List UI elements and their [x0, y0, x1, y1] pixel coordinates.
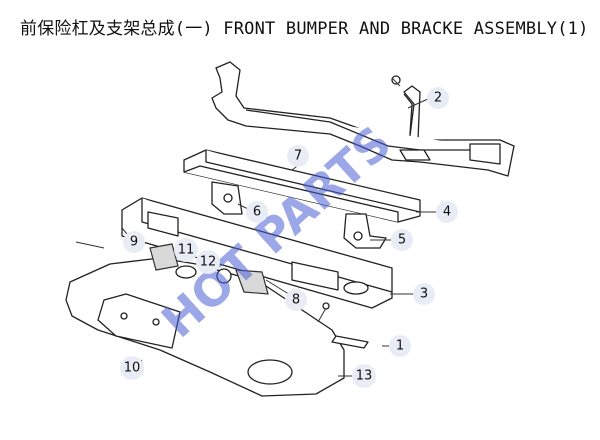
callout-7: 7: [287, 145, 309, 167]
cap-part: [216, 268, 232, 284]
left-bracket-part: [211, 181, 243, 215]
callout-label-5: 5: [398, 233, 406, 248]
callout-label-6: 6: [253, 205, 261, 220]
callout-label-12: 12: [200, 255, 217, 270]
diagram-title: 前保险杠及支架总成(一) FRONT BUMPER AND BRACKE ASS…: [20, 19, 589, 39]
callout-11: 11: [174, 238, 198, 262]
reinforcement-beam-part: [183, 149, 421, 223]
upper-bracket-part: [211, 61, 515, 177]
trim-strip-part: [331, 335, 369, 349]
callout-label-10: 10: [124, 361, 141, 376]
callout-label-3: 3: [420, 287, 428, 302]
callout-label-11: 11: [178, 243, 195, 258]
callout-label-8: 8: [292, 293, 300, 308]
callout-8: 8: [285, 289, 307, 311]
callout-10: 10: [120, 356, 144, 380]
callout-label-4: 4: [443, 205, 451, 220]
callout-label-2: 2: [434, 91, 442, 106]
callout-label-9: 9: [130, 235, 138, 250]
callout-12: 12: [196, 250, 220, 274]
callout-3: 3: [413, 283, 435, 305]
callout-label-7: 7: [294, 149, 302, 164]
callout-6: 6: [246, 201, 268, 223]
callout-1: 1: [389, 335, 411, 357]
callout-5: 5: [391, 229, 413, 251]
callout-4: 4: [436, 201, 458, 223]
bumper-bar-part: [121, 197, 393, 309]
license-plate-bracket-part: [97, 293, 181, 349]
callout-label-13: 13: [356, 369, 373, 384]
callout-2: 2: [427, 87, 449, 109]
callout-13: 13: [352, 364, 376, 388]
lower-bumper-cover-part: [65, 243, 345, 397]
right-bracket-part: [343, 213, 387, 249]
callout-9: 9: [123, 231, 145, 253]
callout-label-1: 1: [396, 339, 404, 354]
